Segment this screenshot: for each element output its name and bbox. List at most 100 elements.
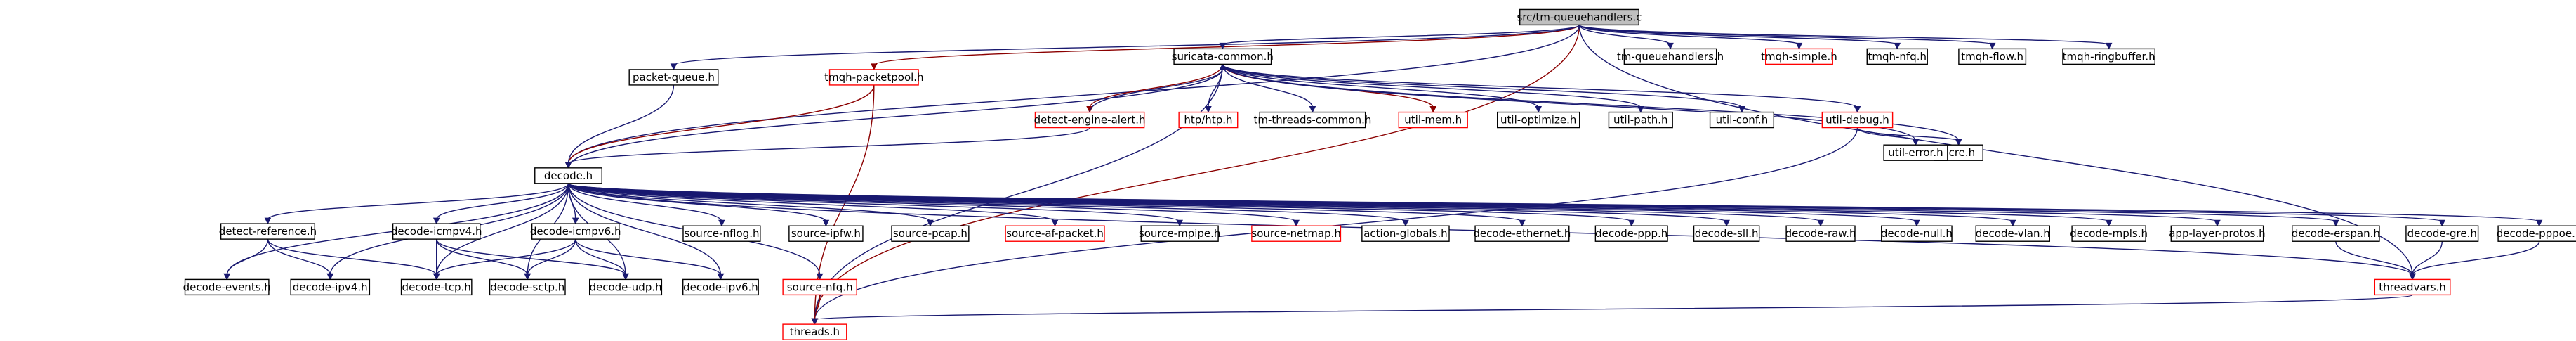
edge-arrowhead [1795, 42, 1803, 50]
node-util-optimize[interactable]: util-optimize.h [1497, 111, 1580, 129]
edge-line [567, 183, 827, 222]
edge-decode_erspan-to-threadvars [2335, 241, 2416, 281]
node-label: tmqh-flow.h [1961, 50, 2023, 63]
node-decode-ethernet[interactable]: decode-ethernet.h [1473, 225, 1571, 242]
node-label: util-path.h [1613, 114, 1668, 127]
node-source-mpipe[interactable]: source-mpipe.h [1139, 225, 1221, 242]
node-decode-pppoe[interactable]: decode-pppoe.h [2497, 225, 2576, 242]
node-util-conf[interactable]: util-conf.h [1709, 111, 1775, 129]
node-decode-udp[interactable]: decode-udp.h [589, 278, 663, 296]
node-decode-icmpv4[interactable]: decode-icmpv4.h [391, 223, 482, 240]
edge-suricata_common-to-tm_threads_common [1222, 64, 1316, 113]
node-decode-mpls[interactable]: decode-mpls.h [2070, 225, 2148, 242]
node-threads[interactable]: threads.h [782, 323, 847, 340]
edge-decode_icmpv6-to-decode_ipv6 [575, 238, 725, 281]
node-decode-events[interactable]: decode-events.h [183, 278, 271, 296]
node-label: decode-ipv6.h [683, 281, 758, 293]
node-source-pcap[interactable]: source-pcap.h [891, 225, 970, 242]
node-label: source-pcap.h [893, 227, 967, 240]
node-label: tmqh-ringbuffer.h [2063, 50, 2155, 63]
edge-line [575, 238, 722, 276]
node-decode-gre[interactable]: decode-gre.h [2405, 225, 2479, 242]
edge-root-to-tmqh_simple [1578, 24, 1803, 50]
node-detect-reference[interactable]: detect-reference.h [219, 223, 317, 240]
node-source-nflog[interactable]: source-nflog.h [682, 225, 761, 242]
edge-suricata_common-to-util_debug [1222, 63, 1861, 113]
node-decode-tcp[interactable]: decode-tcp.h [400, 278, 473, 296]
node-tm-queuehandlers[interactable]: tm-queuehandlers.h [1617, 48, 1724, 65]
edge-arrowhead [2214, 219, 2221, 227]
edge-line [575, 239, 626, 276]
edge-suricata_common-to-htp [1205, 64, 1224, 113]
node-label: packet-queue.h [633, 71, 715, 84]
node-detect-engine-alert[interactable]: detect-engine-alert.h [1034, 111, 1146, 129]
node-tmqh-packetpool[interactable]: tmqh-packetpool.h [824, 69, 924, 86]
node-util-mem[interactable]: util-mem.h [1398, 111, 1468, 129]
node-label: tmqh-packetpool.h [824, 71, 923, 84]
edge-line [435, 238, 576, 276]
node-decode-vlan[interactable]: decode-vlan.h [1975, 225, 2051, 242]
node-box [788, 225, 864, 242]
node-box [2292, 225, 2380, 242]
edge-line [567, 68, 1224, 168]
edge-decode_pppoe-to-threadvars [2409, 241, 2540, 281]
edge-arrowhead [2105, 42, 2113, 50]
edge-line [435, 183, 569, 220]
node-tmqh-simple[interactable]: tmqh-simple.h [1761, 48, 1837, 65]
node-box [400, 278, 473, 296]
node-box [2062, 48, 2155, 65]
edge-detect_reference-to-decode_events [223, 239, 269, 281]
edge-arrowhead [1627, 219, 1635, 227]
node-source-ipfw[interactable]: source-ipfw.h [788, 225, 864, 242]
edge-arrowhead [1955, 139, 1962, 146]
node-util-path[interactable]: util-path.h [1608, 111, 1673, 129]
node-label: decode-udp.h [589, 281, 661, 293]
node-packet-queue[interactable]: packet-queue.h [628, 69, 719, 86]
node-tmqh-nfq[interactable]: tmqh-nfq.h [1866, 48, 1928, 65]
node-source-af-packet[interactable]: source-af-packet.h [1005, 225, 1105, 242]
node-box [1623, 48, 1717, 65]
node-box [1866, 48, 1928, 65]
node-label: decode-events.h [183, 281, 271, 293]
node-util-error[interactable]: util-error.h [1883, 144, 1948, 161]
edge-arrowhead [1912, 139, 1920, 146]
node-decode-sctp[interactable]: decode-sctp.h [489, 278, 566, 296]
edge-arrowhead [2535, 219, 2543, 227]
node-label: decode.h [544, 169, 593, 182]
node-util-debug[interactable]: util-debug.h [1821, 111, 1894, 129]
edge-decode_icmpv6-to-decode_udp [575, 239, 629, 281]
node-decode-null[interactable]: decode-null.h [1881, 225, 1953, 242]
node-label: tm-queuehandlers.h [1617, 50, 1724, 63]
node-action-globals[interactable]: action-globals.h [1361, 225, 1450, 242]
node-decode[interactable]: decode.h [534, 167, 602, 184]
node-decode-ipv6[interactable]: decode-ipv6.h [682, 278, 759, 296]
node-tmqh-ringbuffer[interactable]: tmqh-ringbuffer.h [2062, 48, 2155, 65]
node-label: decode-icmpv4.h [391, 225, 482, 238]
node-threadvars[interactable]: threadvars.h [2374, 278, 2451, 296]
node-tm-threads-common[interactable]: tm-threads-common.h [1253, 111, 1371, 129]
edge-arrowhead [1429, 106, 1437, 113]
edge-decode_icmpv4-to-decode_tcp [432, 239, 440, 281]
edge-line [567, 183, 2443, 222]
node-label: source-netmap.h [1251, 227, 1340, 240]
node-decode-erspan[interactable]: decode-erspan.h [2292, 225, 2380, 242]
node-app-layer-protos[interactable]: app-layer-protos.h [2169, 225, 2266, 242]
edge-line [567, 84, 875, 164]
node-source-netmap[interactable]: source-netmap.h [1251, 225, 1342, 242]
node-decode-icmpv6[interactable]: decode-icmpv6.h [530, 223, 621, 240]
node-suricata-common[interactable]: suricata-common.h [1172, 48, 1274, 65]
node-decode-ppp[interactable]: decode-ppp.h [1594, 225, 1668, 242]
edge-line [567, 127, 1090, 165]
node-root[interactable]: src/tm-queuehandlers.c [1517, 8, 1642, 26]
node-decode-sll[interactable]: decode-sll.h [1693, 225, 1760, 242]
node-label: decode-vlan.h [1976, 227, 2050, 240]
node-source-nfq[interactable]: source-nfq.h [782, 278, 857, 296]
node-decode-ipv4[interactable]: decode-ipv4.h [290, 278, 371, 296]
node-box [1709, 111, 1775, 129]
node-htp[interactable]: htp/htp.h [1178, 111, 1239, 129]
edge-arrowhead [822, 219, 830, 227]
node-tmqh-flow[interactable]: tmqh-flow.h [1958, 48, 2027, 65]
node-decode-raw[interactable]: decode-raw.h [1785, 225, 1856, 242]
node-label: htp/htp.h [1184, 114, 1232, 127]
